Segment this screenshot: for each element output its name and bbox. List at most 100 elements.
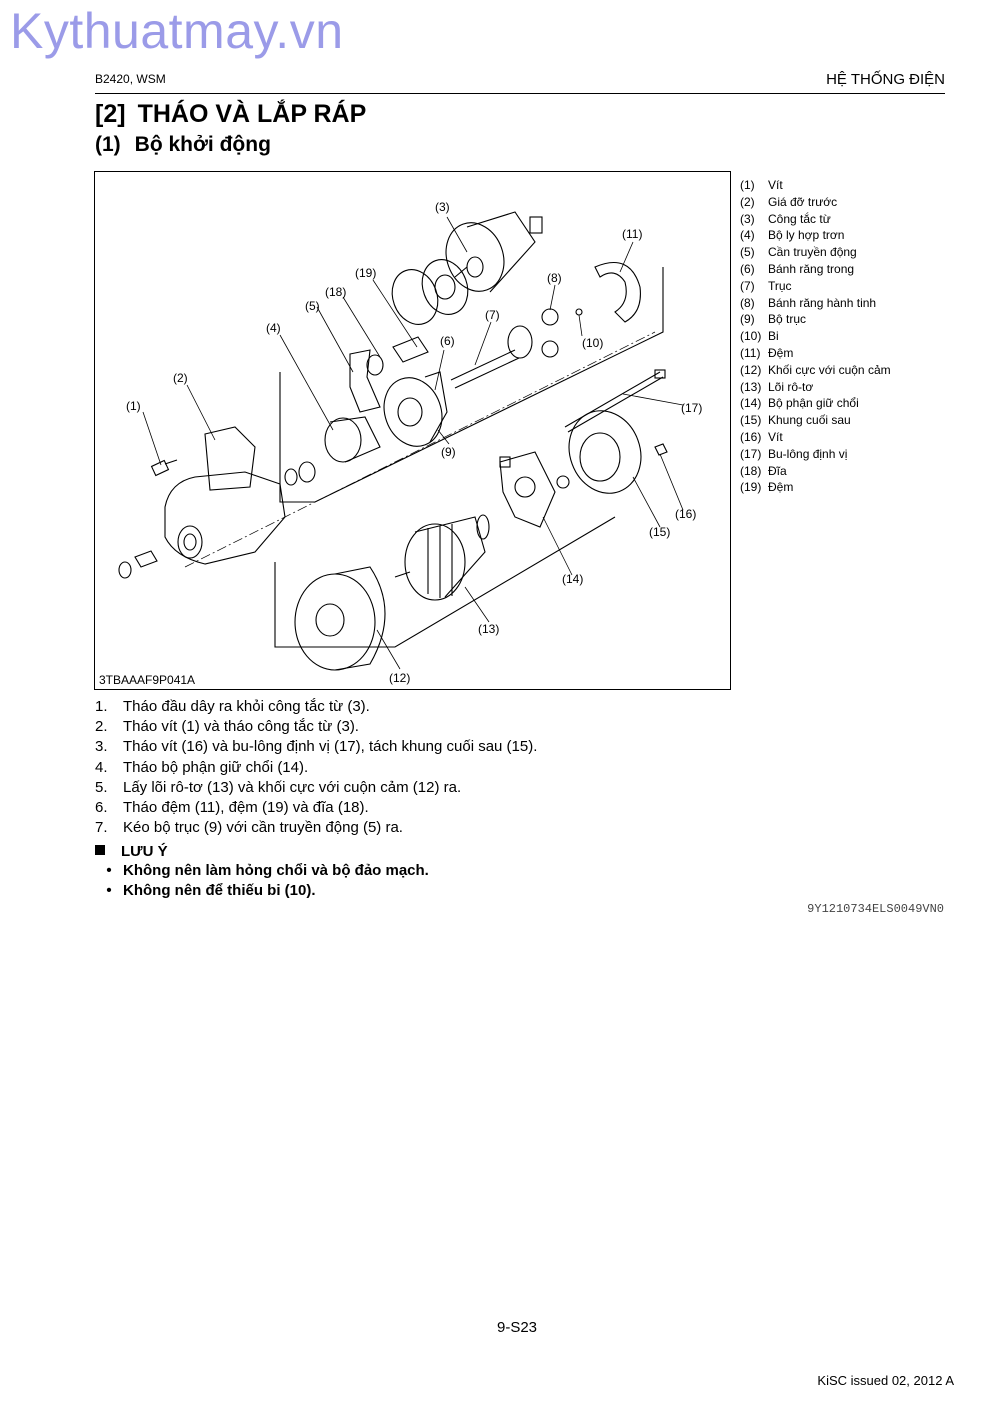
legend-text: Bu-lông định vị bbox=[768, 446, 848, 461]
legend-item: (5) Cần truyền động bbox=[740, 244, 891, 261]
header-model: B2420, WSM bbox=[95, 72, 166, 86]
legend-number: (19) bbox=[740, 480, 762, 495]
procedure-steps: 1.Tháo đầu dây ra khỏi công tắc từ (3). … bbox=[95, 697, 537, 838]
step-text: Tháo đệm (11), đệm (19) và đĩa (18). bbox=[123, 799, 369, 817]
packing-part-11 bbox=[594, 262, 641, 323]
header-rule bbox=[95, 93, 945, 94]
step-text: Lấy lõi rô-tơ (13) và khối cực với cuộn … bbox=[123, 778, 462, 796]
legend-text: Đệm bbox=[768, 345, 794, 360]
legend-text: Vít bbox=[768, 178, 783, 192]
legend-item: (10)Bi bbox=[740, 328, 891, 345]
callout-10: (10) bbox=[582, 336, 603, 350]
step-number: 4. bbox=[95, 758, 108, 776]
section-title: [2] THÁO VÀ LẮP RÁP bbox=[95, 100, 366, 129]
legend-item: (12)Khối cực với cuộn cảm bbox=[740, 362, 891, 379]
magnetic-switch-part-3 bbox=[445, 211, 543, 293]
step-item: 1. Tháo đầu dây ra khỏi công tắc từ (3). bbox=[95, 697, 537, 717]
step-text: Kéo bộ trục (9) với cần truyền động (5) … bbox=[123, 819, 403, 837]
subsection-number: (1) bbox=[95, 133, 121, 156]
upper-group-outline bbox=[279, 267, 664, 503]
callout-6: (6) bbox=[440, 334, 455, 348]
legend-text: Bộ trục bbox=[768, 312, 807, 327]
callout-12: (12) bbox=[389, 671, 410, 685]
callout-9: (9) bbox=[441, 445, 456, 459]
legend-text: Trục bbox=[768, 278, 792, 293]
drive-lever-part-5 bbox=[349, 349, 381, 413]
step-item: 2.Tháo vít (1) và tháo công tắc từ (3). bbox=[95, 717, 537, 737]
brush-holder-part-14 bbox=[499, 451, 556, 528]
legend-item: (7)Trục bbox=[740, 278, 891, 295]
subsection-title: (1)Bộ khởi động bbox=[95, 133, 271, 157]
callout-17: (17) bbox=[681, 401, 702, 415]
legend-number: (3) bbox=[740, 211, 755, 226]
callout-2: (2) bbox=[173, 371, 188, 385]
step-item: 6. Tháo đệm (11), đệm (19) và đĩa (18). bbox=[95, 798, 537, 818]
legend-number: (15) bbox=[740, 413, 762, 428]
legend-text: Vít bbox=[768, 429, 783, 444]
callout-16: (16) bbox=[675, 507, 696, 521]
step-number: 1. bbox=[95, 698, 108, 715]
callout-8: (8) bbox=[547, 271, 562, 285]
document-code: 9Y1210734ELS0049VN0 bbox=[807, 902, 944, 916]
note-text: Không nên để thiếu bi (10). bbox=[123, 882, 316, 900]
header-chapter: HỆ THỐNG ĐIỆN bbox=[826, 71, 945, 88]
step-number: 7. bbox=[95, 819, 108, 837]
step-item: 4.Tháo bộ phận giữ chổi (14). bbox=[95, 758, 537, 778]
legend-number: (14) bbox=[740, 396, 762, 411]
step-text: Tháo vít (16) và bu-lông định vị (17), t… bbox=[123, 738, 538, 756]
step-number: 3. bbox=[95, 738, 108, 756]
callout-15: (15) bbox=[649, 525, 670, 539]
legend-item: (16) Vít bbox=[740, 429, 891, 446]
legend-text: Cần truyền động bbox=[768, 245, 857, 260]
section-title-text: THÁO VÀ LẮP RÁP bbox=[137, 100, 367, 128]
legend-item: (14)Bộ phận giữ chổi bbox=[740, 395, 891, 412]
issue-info: KiSC issued 02, 2012 A bbox=[817, 1373, 954, 1388]
step-number: 2. bbox=[95, 718, 108, 736]
callout-7: (7) bbox=[485, 308, 500, 322]
callout-18: (18) bbox=[325, 285, 346, 299]
legend-text: Giá đỡ trước bbox=[768, 194, 838, 209]
screw-part-1 bbox=[150, 459, 178, 477]
legend-text: Lõi rô-tơ bbox=[768, 379, 814, 394]
section-number: [2] bbox=[95, 100, 126, 128]
yoke-part-12 bbox=[294, 566, 386, 671]
legend-item: (2) Giá đỡ trước bbox=[740, 194, 891, 211]
legend-text: Đệm bbox=[768, 480, 794, 495]
step-text: Tháo đầu dây ra khỏi công tắc từ (3). bbox=[123, 698, 370, 715]
legend-number: (13) bbox=[740, 379, 762, 394]
step-item: 7. Kéo bộ trục (9) với cần truyền động (5… bbox=[95, 818, 537, 838]
note-item: •Không nên để thiếu bi (10). bbox=[95, 881, 429, 901]
callout-4: (4) bbox=[266, 321, 281, 335]
starter-exploded-drawing: (1) (2) (3) (4) (5) (6) (7) (8) (9) (10)… bbox=[118, 200, 702, 685]
legend-item: (18)Đĩa bbox=[740, 463, 891, 480]
clutch-part-4 bbox=[284, 416, 381, 486]
front-bracket-part-2 bbox=[118, 426, 286, 579]
note-text: Không nên làm hỏng chổi và bộ đảo mạch. bbox=[123, 862, 429, 879]
note-heading: LƯU Ý bbox=[95, 843, 168, 860]
figure-code: 3TBAAAF9P041A bbox=[99, 673, 196, 687]
step-number: 6. bbox=[95, 799, 108, 817]
legend-number: (5) bbox=[740, 245, 755, 260]
legend-item: (8)Bánh răng hành tinh bbox=[740, 295, 891, 312]
legend-text: Đĩa bbox=[768, 463, 787, 478]
shaft-part-7 bbox=[450, 325, 533, 389]
legend-number: (9) bbox=[740, 312, 755, 327]
legend-item: (13) Lõi rô-tơ bbox=[740, 379, 891, 396]
planetary-gears-part-8 bbox=[541, 308, 583, 358]
step-item: 3. Tháo vít (16) và bu-lông định vị (17),… bbox=[95, 737, 537, 757]
callout-13: (13) bbox=[478, 622, 499, 636]
legend-item: (11)Đệm bbox=[740, 345, 891, 362]
legend-text: Bánh răng trong bbox=[768, 261, 855, 276]
plate-and-seal-parts bbox=[366, 259, 469, 376]
legend-number: (4) bbox=[740, 228, 755, 243]
legend-item: (1)Vít bbox=[740, 177, 891, 194]
legend-item: (9) Bộ trục bbox=[740, 311, 891, 328]
armature-part-13 bbox=[394, 514, 490, 601]
legend-text: Khối cực với cuộn cảm bbox=[768, 362, 891, 377]
legend-number: (2) bbox=[740, 194, 755, 209]
watermark: Kythuatmay.vn bbox=[10, 3, 344, 59]
shaft-assembly-part-9 bbox=[383, 371, 448, 447]
legend-item: (17)Bu-lông định vị bbox=[740, 446, 891, 463]
legend-number: (16) bbox=[740, 429, 762, 444]
rear-end-frame-part-15 bbox=[556, 410, 668, 494]
